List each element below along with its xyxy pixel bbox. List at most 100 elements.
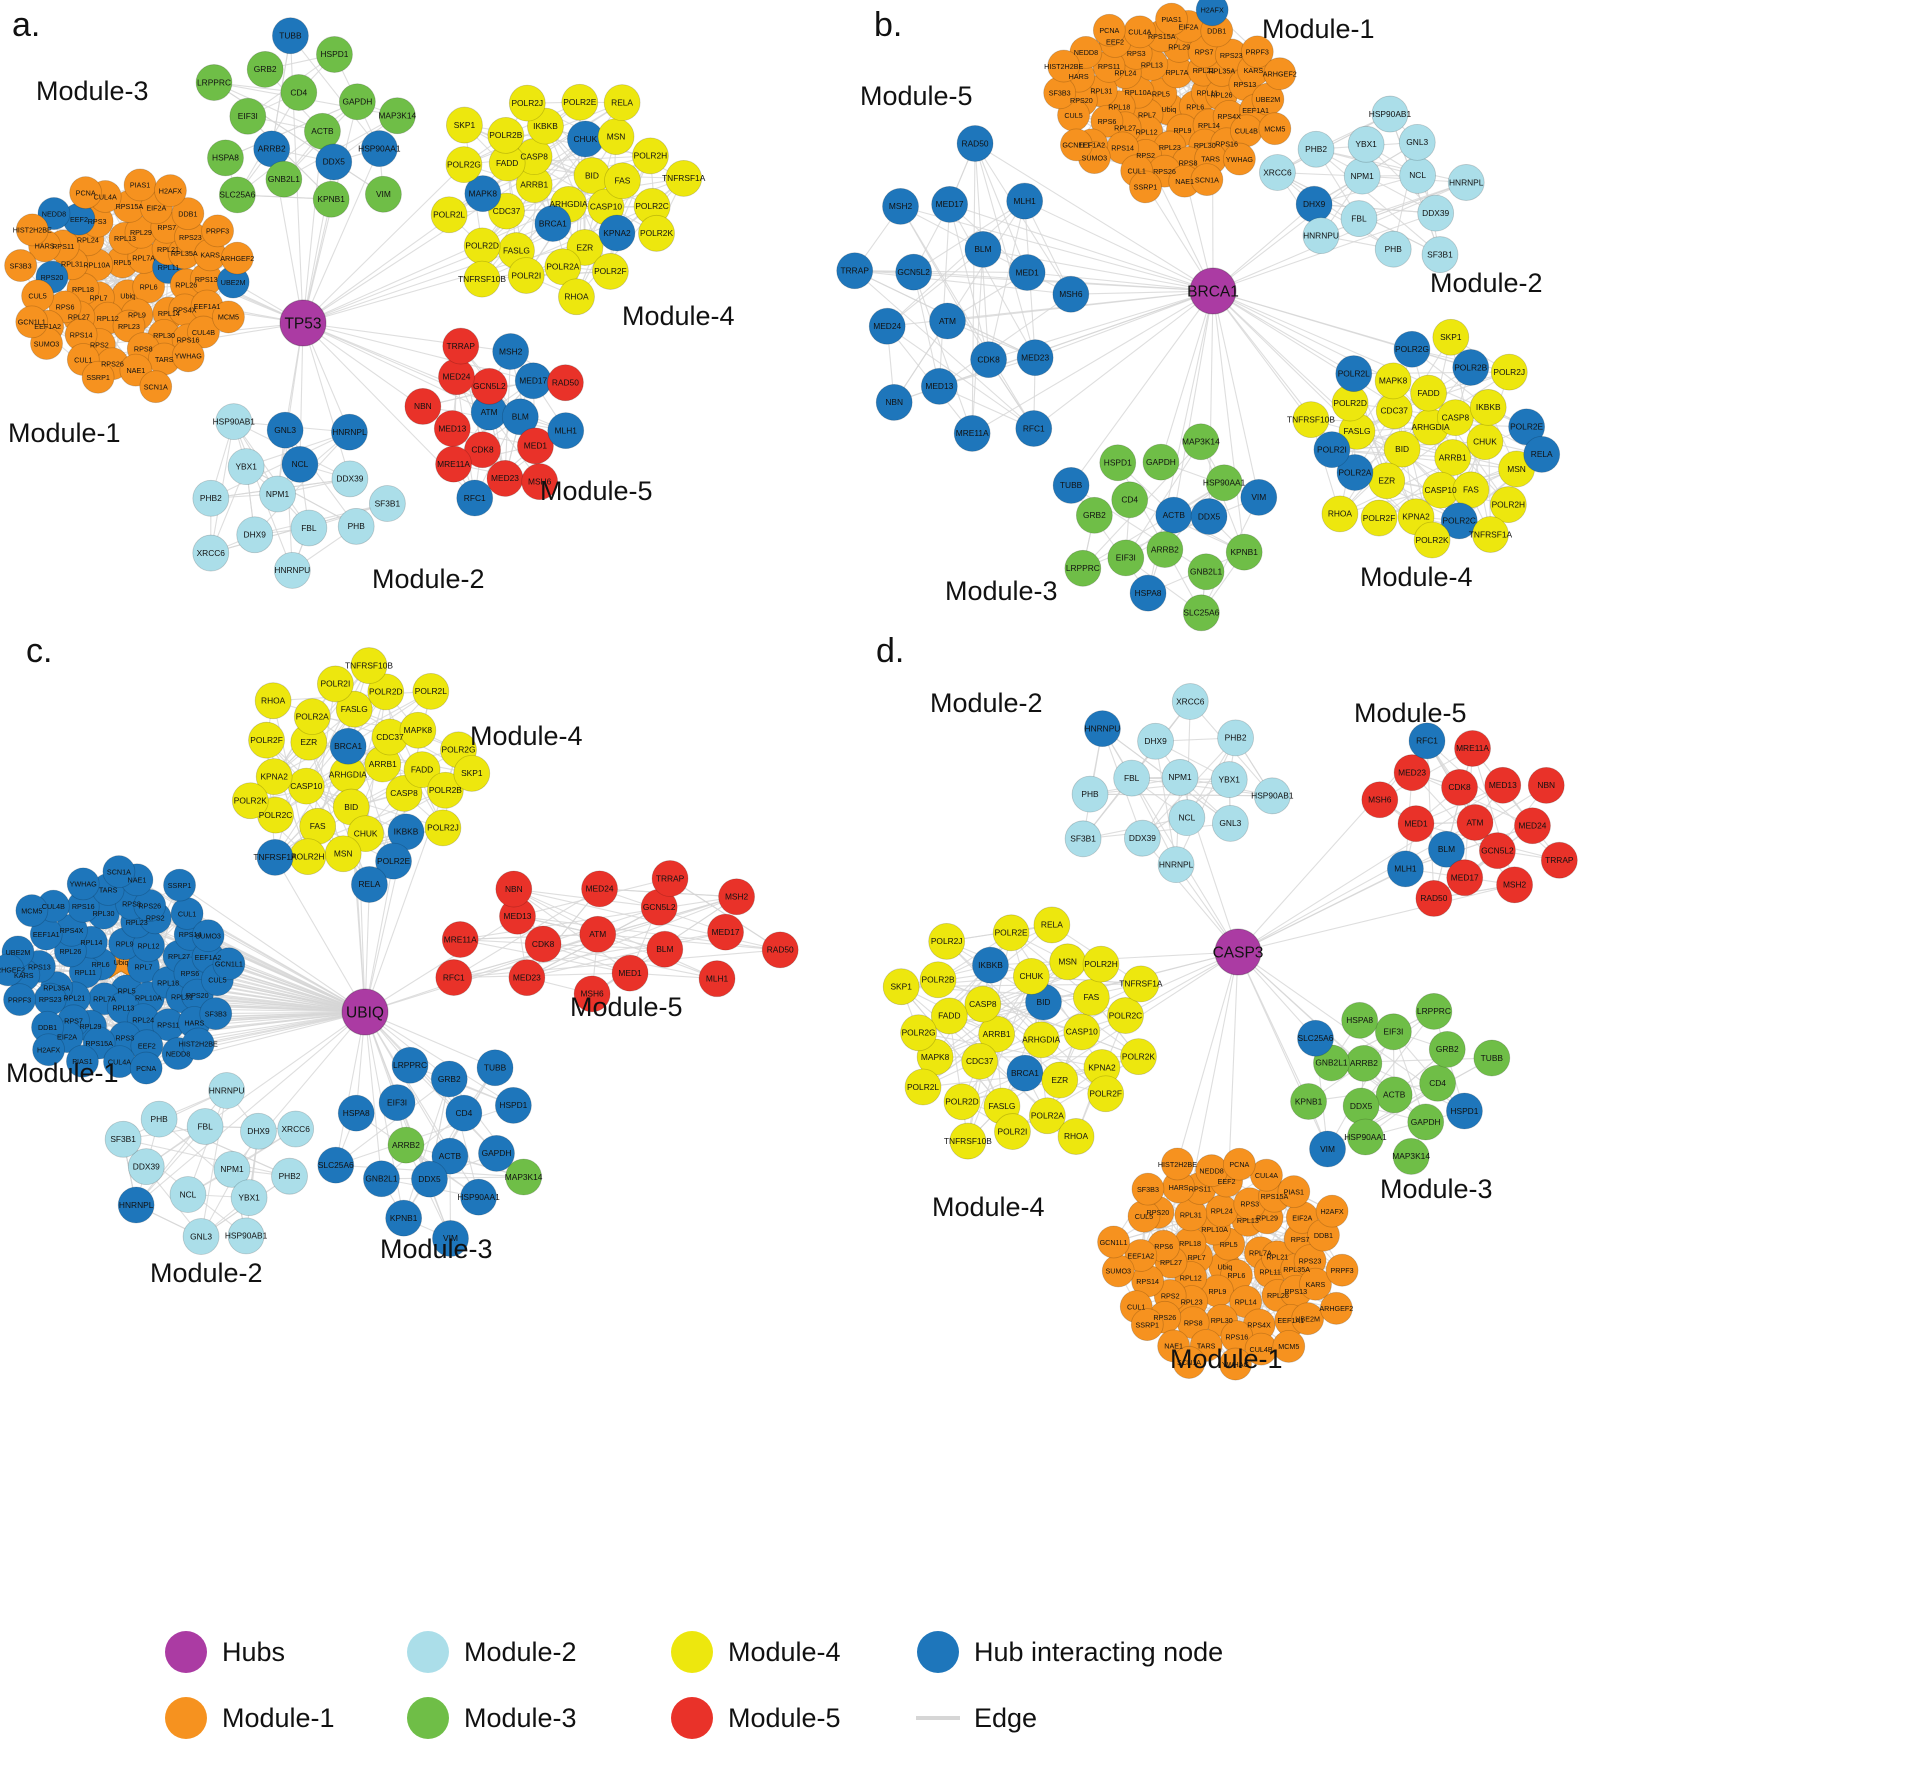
node-HSP90AB1[interactable] — [227, 1217, 265, 1255]
node-RPS6[interactable] — [1090, 104, 1124, 138]
node-HNRNPL[interactable] — [117, 1186, 155, 1224]
node-GCN5L2[interactable] — [1478, 832, 1516, 869]
node-POLR2H[interactable] — [632, 137, 669, 175]
node-ARHGEF2[interactable] — [0, 953, 25, 987]
node-MCM5[interactable] — [1258, 112, 1292, 146]
node-BLM[interactable] — [1428, 830, 1465, 868]
node-SCN1A[interactable] — [1190, 163, 1224, 196]
hub-node-BRCA1[interactable] — [1189, 267, 1237, 315]
node-HSPA8[interactable] — [337, 1094, 375, 1132]
node-PIAS1[interactable] — [66, 1044, 99, 1078]
node-BLM[interactable] — [501, 398, 539, 436]
node-MED17[interactable] — [931, 186, 969, 223]
node-BRCA1[interactable] — [534, 205, 572, 242]
node-DDX5[interactable] — [315, 143, 353, 181]
node-MAPK8[interactable] — [1374, 362, 1412, 400]
node-NBN[interactable] — [404, 388, 442, 425]
node-TRRAP[interactable] — [442, 327, 480, 365]
node-PHB[interactable] — [1071, 775, 1109, 813]
node-ATM[interactable] — [1456, 804, 1494, 841]
node-SCN1A[interactable] — [1172, 1346, 1206, 1379]
node-MLH1[interactable] — [547, 412, 585, 450]
node-ARHGDIA[interactable] — [1022, 1021, 1060, 1059]
node-MCM5[interactable] — [1272, 1329, 1306, 1363]
node-XRCC6[interactable] — [192, 534, 230, 572]
node-POLR2F[interactable] — [1087, 1075, 1125, 1113]
node-ARHGEF2[interactable] — [220, 241, 254, 275]
node-SF3B1[interactable] — [1421, 236, 1459, 273]
node-XRCC6[interactable] — [1171, 683, 1209, 720]
node-MLH1[interactable] — [698, 960, 736, 998]
node-HIST2H2BE[interactable] — [181, 1027, 215, 1061]
node-RFC1[interactable] — [456, 479, 494, 517]
hub-node-CASP3[interactable] — [1214, 928, 1262, 976]
node-KPNB1[interactable] — [1225, 533, 1263, 571]
node-NCL[interactable] — [281, 445, 319, 483]
node-TUBB[interactable] — [272, 17, 309, 55]
node-CDC37[interactable] — [961, 1042, 999, 1080]
node-POLR2A[interactable] — [1336, 454, 1374, 491]
node-DDX5[interactable] — [1190, 498, 1228, 535]
node-SF3B3[interactable] — [199, 997, 233, 1031]
node-HSP90AA1[interactable] — [360, 130, 398, 167]
node-TNFRSF10B[interactable] — [949, 1122, 987, 1160]
node-GAPDH[interactable] — [478, 1134, 515, 1172]
node-GRB2[interactable] — [1075, 496, 1113, 534]
node-NPM1[interactable] — [1161, 759, 1199, 796]
node-POLR2I[interactable] — [316, 665, 354, 703]
node-GAPDH[interactable] — [338, 83, 376, 121]
node-HSP90AB1[interactable] — [1371, 95, 1409, 133]
node-HSPA8[interactable] — [1341, 1001, 1379, 1039]
node-FADD[interactable] — [403, 751, 441, 789]
node-CHUK[interactable] — [1012, 957, 1050, 995]
node-CASP10[interactable] — [1063, 1013, 1101, 1051]
node-MED23[interactable] — [1016, 339, 1054, 377]
node-VIM[interactable] — [432, 1220, 469, 1257]
node-ATM[interactable] — [929, 302, 966, 340]
node-PHB[interactable] — [1374, 230, 1412, 268]
node-POLR2H[interactable] — [1082, 945, 1120, 983]
node-RELA[interactable] — [351, 866, 388, 903]
node-TNFRSF10B[interactable] — [463, 260, 501, 298]
node-YWHAG[interactable] — [1219, 1347, 1252, 1381]
node-DHX9[interactable] — [236, 516, 274, 554]
node-POLR2L[interactable] — [904, 1068, 942, 1106]
node-KPNA2[interactable] — [255, 758, 293, 796]
node-ARRB1[interactable] — [1434, 439, 1472, 476]
node-SSRP1[interactable] — [81, 360, 115, 394]
node-POLR2F[interactable] — [1360, 499, 1398, 537]
node-POLR2E[interactable] — [561, 83, 599, 121]
node-POLR2F[interactable] — [591, 253, 629, 290]
hub-node-UBIQ[interactable] — [341, 988, 389, 1036]
node-POLR2J[interactable] — [928, 922, 966, 960]
node-IKBKB[interactable] — [1469, 389, 1507, 426]
node-SLC25A6[interactable] — [1182, 594, 1220, 632]
node-GRB2[interactable] — [246, 51, 284, 88]
node-KPNB1[interactable] — [312, 180, 350, 218]
node-POLR2G[interactable] — [1393, 330, 1431, 368]
node-MSH2[interactable] — [1496, 866, 1533, 904]
node-DDX39[interactable] — [127, 1148, 165, 1186]
node-MED13[interactable] — [1484, 766, 1522, 804]
node-NPM1[interactable] — [213, 1150, 251, 1188]
node-SKP1[interactable] — [1432, 318, 1470, 356]
node-ARHGEF2[interactable] — [1319, 1291, 1353, 1325]
node-SLC25A6[interactable] — [317, 1146, 355, 1184]
node-DDX5[interactable] — [411, 1160, 448, 1198]
node-RELA[interactable] — [1523, 435, 1561, 473]
node-DDX39[interactable] — [331, 460, 369, 498]
node-HSPD1[interactable] — [494, 1086, 532, 1124]
node-POLR2A[interactable] — [1028, 1097, 1066, 1135]
node-YWHAG[interactable] — [171, 339, 205, 373]
node-PHB2[interactable] — [271, 1157, 308, 1195]
node-POLR2C[interactable] — [1440, 502, 1478, 540]
node-NBN[interactable] — [1527, 766, 1565, 804]
node-POLR2B[interactable] — [1452, 349, 1490, 386]
node-ACTB[interactable] — [431, 1137, 469, 1175]
node-LRPPRC[interactable] — [1064, 549, 1102, 587]
node-MSH2[interactable] — [882, 187, 919, 225]
node-SCN1A[interactable] — [102, 855, 136, 889]
node-RAD50[interactable] — [546, 364, 584, 402]
node-MAP3K14[interactable] — [1392, 1138, 1430, 1175]
node-ACTB[interactable] — [1375, 1076, 1413, 1114]
